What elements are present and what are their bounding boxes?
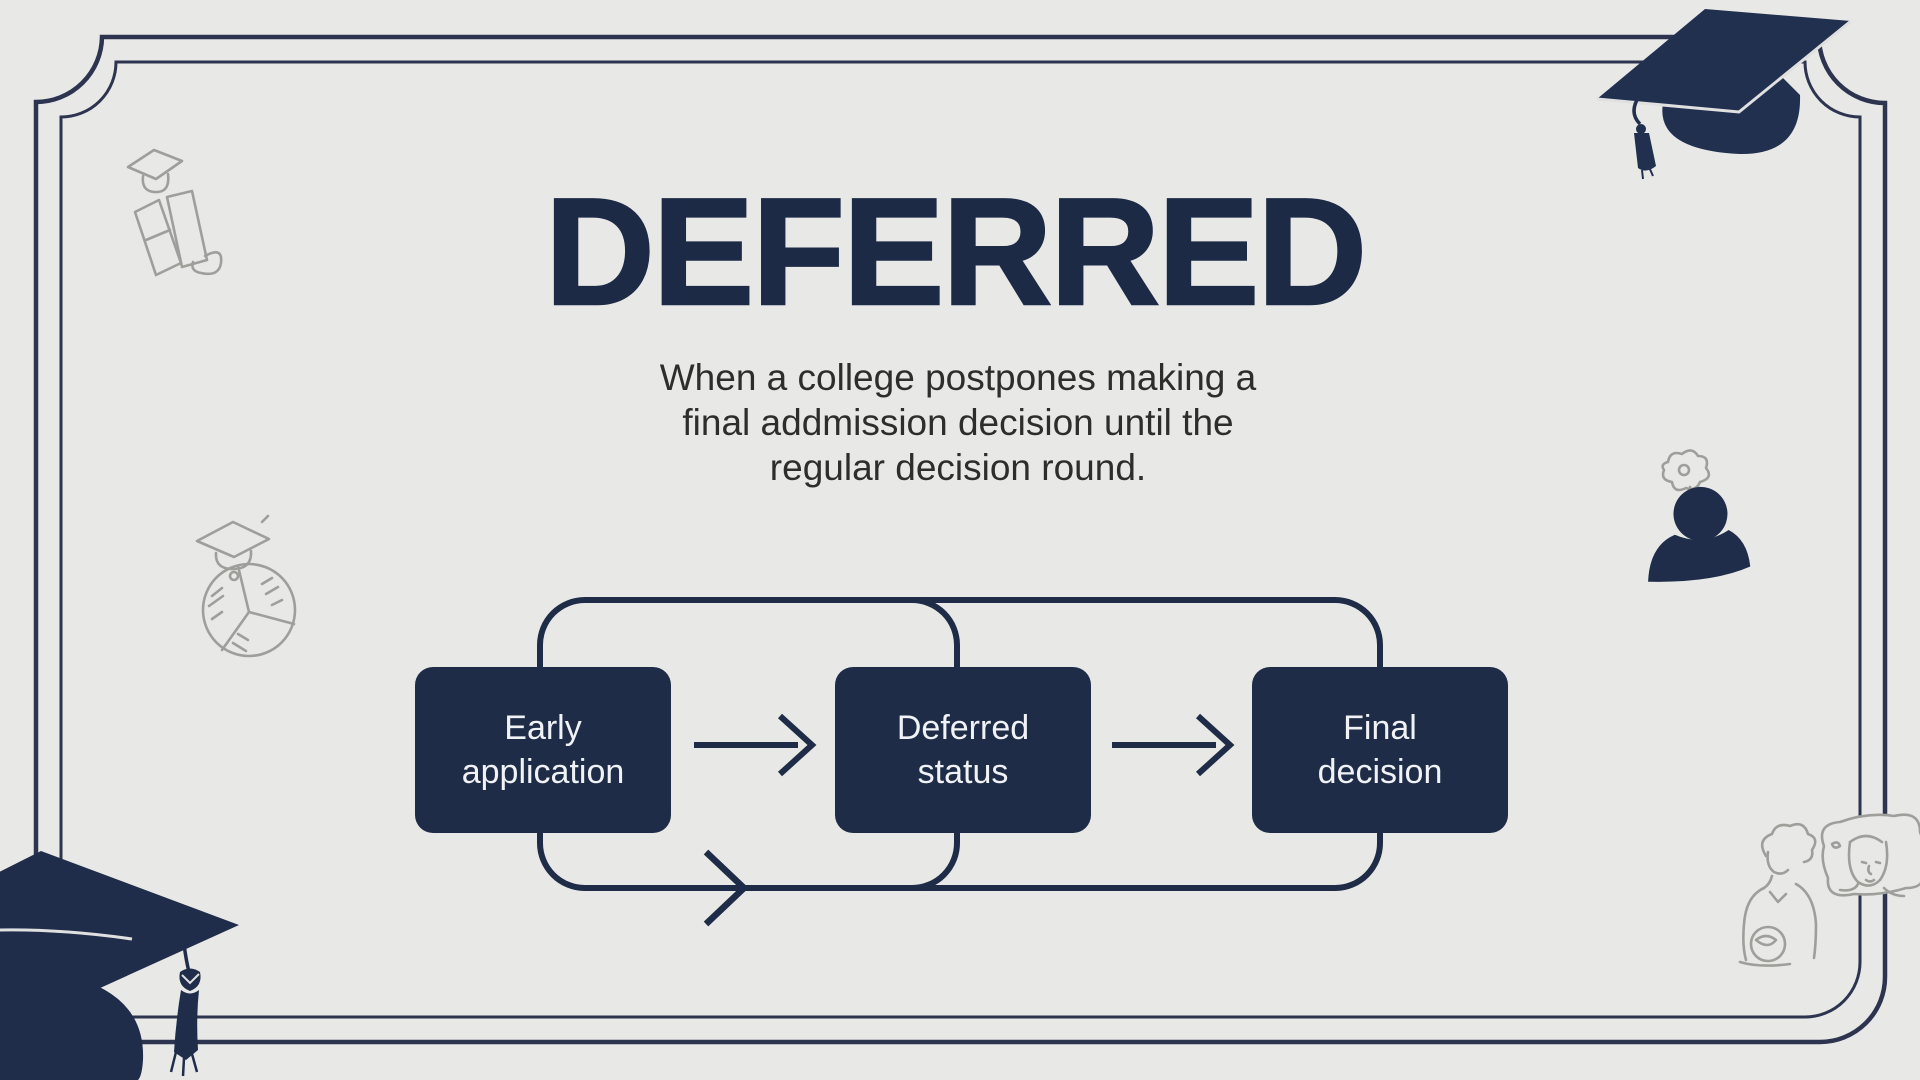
portrait-frame-doodle-icon: [1820, 813, 1920, 898]
flow-step-label: Final decision: [1317, 709, 1443, 791]
bottom-line-chevron-icon: [703, 849, 749, 927]
arrow-early-to-deferred-icon: [694, 713, 817, 777]
flow-step-final-decision: Final decision: [1252, 667, 1508, 833]
top-middle-connector: [911, 597, 960, 667]
slide-title: DEFERRED: [544, 167, 1369, 337]
flow-step-label: Early application: [461, 709, 625, 791]
flow-step-deferred-status: Deferred status: [835, 667, 1091, 833]
bottom-loop-line: [537, 833, 1383, 891]
books-with-cap-doodle-icon: [126, 148, 223, 277]
flow-step-label: Deferred status: [896, 709, 1030, 791]
cap-on-pie-circle-doodle-icon: [195, 514, 297, 658]
flow-connector-lines: [537, 597, 1383, 927]
graduation-cap-icon-bottom-left: [0, 851, 239, 1080]
person-silhouette-icon: [1648, 486, 1751, 582]
graduation-cap-icon-top-right: [1596, 9, 1852, 180]
flow-step-early-application: Early application: [415, 667, 671, 833]
border-frame: [33, 34, 1888, 1045]
arrow-deferred-to-final-icon: [1112, 713, 1235, 777]
border-frame-outer: [33, 34, 1888, 1045]
top-loop-line: [537, 597, 1383, 667]
bottom-middle-connector: [911, 833, 960, 891]
student-sketch-doodle-icon: [1738, 822, 1818, 967]
definition-text: When a college postpones making a final …: [659, 357, 1257, 488]
border-frame-inner: [59, 60, 1862, 1019]
